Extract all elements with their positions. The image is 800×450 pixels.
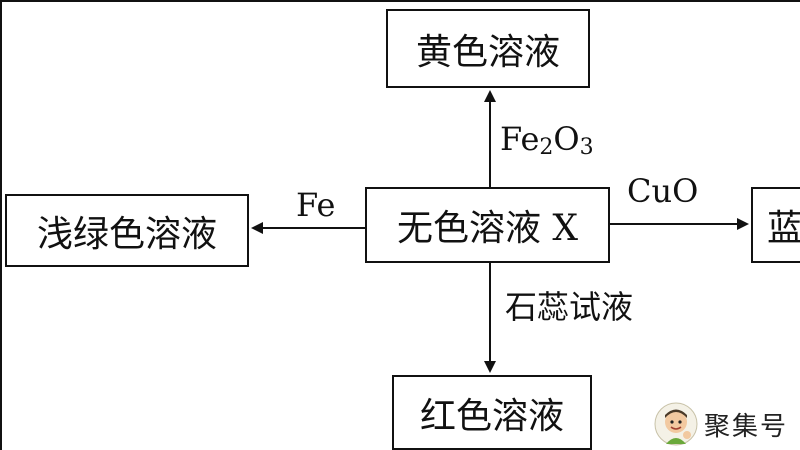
node-blue-solution: 蓝 <box>751 187 800 263</box>
watermark: 聚集号 <box>654 398 800 450</box>
watermark-text: 聚集号 <box>704 411 789 442</box>
frame-border-left <box>0 0 2 450</box>
node-red-solution-label: 红色溶液 <box>419 395 564 437</box>
cartoon-avatar-icon <box>654 402 698 446</box>
node-red-solution: 红色溶液 <box>392 375 592 450</box>
node-yellow-solution: 黄色溶液 <box>386 9 590 88</box>
reagent-label-fe2o3: Fe2O3 <box>500 120 594 160</box>
node-light-green-solution-label: 浅绿色溶液 <box>36 213 217 255</box>
node-blue-solution-label: 蓝 <box>767 208 800 249</box>
reagent-label-cuo: CuO <box>627 172 699 210</box>
reagent-fe2o3-sub-3: 3 <box>579 135 594 160</box>
node-light-green-solution: 浅绿色溶液 <box>5 194 249 267</box>
reagent-label-litmus: 石蕊试液 <box>505 288 634 326</box>
node-colorless-solution-x: 无色溶液 X <box>365 187 610 263</box>
frame-border-top <box>0 0 800 2</box>
reagent-label-fe: Fe <box>296 186 336 224</box>
node-colorless-solution-x-label: 无色溶液 X <box>396 208 579 249</box>
reagent-fe2o3-sub-2: 2 <box>539 135 554 160</box>
reagent-fe2o3-part-fe: Fe <box>500 120 540 158</box>
reagent-fe2o3-part-o: O <box>553 120 580 158</box>
node-yellow-solution-label: 黄色溶液 <box>415 31 560 73</box>
